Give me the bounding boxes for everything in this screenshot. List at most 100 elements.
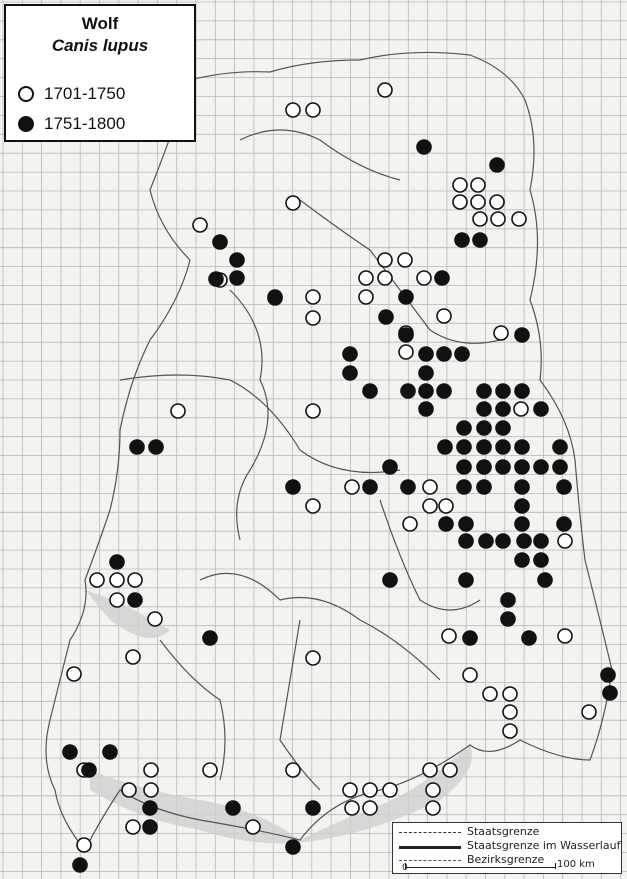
record-1701-1750 <box>382 782 398 798</box>
record-1751-1800 <box>456 420 472 436</box>
record-1751-1800 <box>418 346 434 362</box>
record-1701-1750 <box>305 310 321 326</box>
legend-item-open: 1701-1750 <box>18 84 125 104</box>
scale-bar <box>405 867 555 868</box>
record-1751-1800 <box>267 290 283 306</box>
record-1701-1750 <box>377 270 393 286</box>
record-1751-1800 <box>495 420 511 436</box>
record-1701-1750 <box>121 782 137 798</box>
record-1701-1750 <box>438 498 454 514</box>
record-1701-1750 <box>305 498 321 514</box>
record-1701-1750 <box>422 498 438 514</box>
record-1751-1800 <box>285 479 301 495</box>
record-1701-1750 <box>470 194 486 210</box>
record-1751-1800 <box>476 479 492 495</box>
record-1701-1750 <box>170 403 186 419</box>
record-1751-1800 <box>514 459 530 475</box>
record-1751-1800 <box>62 744 78 760</box>
legend-label-open: 1701-1750 <box>44 84 126 103</box>
record-1751-1800 <box>533 401 549 417</box>
record-1701-1750 <box>425 800 441 816</box>
record-1701-1750 <box>66 666 82 682</box>
record-1751-1800 <box>456 459 472 475</box>
record-1701-1750 <box>143 782 159 798</box>
record-1701-1750 <box>422 762 438 778</box>
record-1751-1800 <box>127 592 143 608</box>
record-1751-1800 <box>556 516 572 532</box>
record-1701-1750 <box>557 628 573 644</box>
record-1751-1800 <box>229 270 245 286</box>
record-1751-1800 <box>418 401 434 417</box>
record-1701-1750 <box>422 479 438 495</box>
record-1701-1750 <box>125 819 141 835</box>
record-1701-1750 <box>147 611 163 627</box>
record-1751-1800 <box>514 439 530 455</box>
record-1701-1750 <box>127 572 143 588</box>
record-1751-1800 <box>454 346 470 362</box>
record-1751-1800 <box>495 439 511 455</box>
record-1701-1750 <box>416 270 432 286</box>
record-1701-1750 <box>344 800 360 816</box>
record-1751-1800 <box>362 479 378 495</box>
record-1701-1750 <box>362 800 378 816</box>
scale-tick-start <box>405 863 406 869</box>
record-1751-1800 <box>495 459 511 475</box>
record-1701-1750 <box>452 194 468 210</box>
legend-item-filled: 1751-1800 <box>18 114 125 134</box>
open-circle-icon <box>18 86 34 102</box>
label-wasserlauf: Staatsgrenze im Wasserlauf <box>467 839 621 852</box>
record-1701-1750 <box>502 723 518 739</box>
record-1751-1800 <box>514 383 530 399</box>
record-1751-1800 <box>478 533 494 549</box>
record-1751-1800 <box>342 346 358 362</box>
record-1751-1800 <box>600 667 616 683</box>
record-1751-1800 <box>382 572 398 588</box>
record-1751-1800 <box>418 365 434 381</box>
scale-tick-end <box>555 863 556 869</box>
record-1751-1800 <box>521 630 537 646</box>
record-1701-1750 <box>502 686 518 702</box>
record-1701-1750 <box>344 479 360 495</box>
record-1701-1750 <box>109 572 125 588</box>
record-1751-1800 <box>398 289 414 305</box>
record-1701-1750 <box>285 762 301 778</box>
record-1751-1800 <box>495 533 511 549</box>
record-1751-1800 <box>514 498 530 514</box>
record-1751-1800 <box>416 139 432 155</box>
record-1701-1750 <box>490 211 506 227</box>
record-1701-1750 <box>511 211 527 227</box>
legend-subtitle: Canis lupus <box>51 36 149 55</box>
line-sample-wasserlauf <box>399 846 461 849</box>
record-1751-1800 <box>476 401 492 417</box>
record-1751-1800 <box>285 839 301 855</box>
record-1701-1750 <box>358 270 374 286</box>
record-1701-1750 <box>441 628 457 644</box>
record-1701-1750 <box>493 325 509 341</box>
record-1751-1800 <box>552 459 568 475</box>
record-1751-1800 <box>454 232 470 248</box>
record-1751-1800 <box>537 572 553 588</box>
record-1701-1750 <box>482 686 498 702</box>
record-1751-1800 <box>342 365 358 381</box>
record-1751-1800 <box>212 234 228 250</box>
line-sample-staatsgrenze <box>399 832 461 833</box>
record-1751-1800 <box>533 459 549 475</box>
record-1751-1800 <box>476 459 492 475</box>
record-1751-1800 <box>362 383 378 399</box>
record-1701-1750 <box>245 819 261 835</box>
record-1751-1800 <box>436 346 452 362</box>
record-1701-1750 <box>285 195 301 211</box>
record-1751-1800 <box>229 252 245 268</box>
record-1751-1800 <box>458 533 474 549</box>
record-1751-1800 <box>458 516 474 532</box>
record-1701-1750 <box>436 308 452 324</box>
record-1701-1750 <box>397 252 413 268</box>
scale-end-label: 100 km <box>557 859 595 870</box>
legend-label-filled: 1751-1800 <box>44 114 126 133</box>
record-1701-1750 <box>305 102 321 118</box>
label-staatsgrenze: Staatsgrenze <box>467 825 540 838</box>
record-1751-1800 <box>398 327 414 343</box>
record-1751-1800 <box>514 552 530 568</box>
record-1751-1800 <box>382 459 398 475</box>
record-1751-1800 <box>516 533 532 549</box>
